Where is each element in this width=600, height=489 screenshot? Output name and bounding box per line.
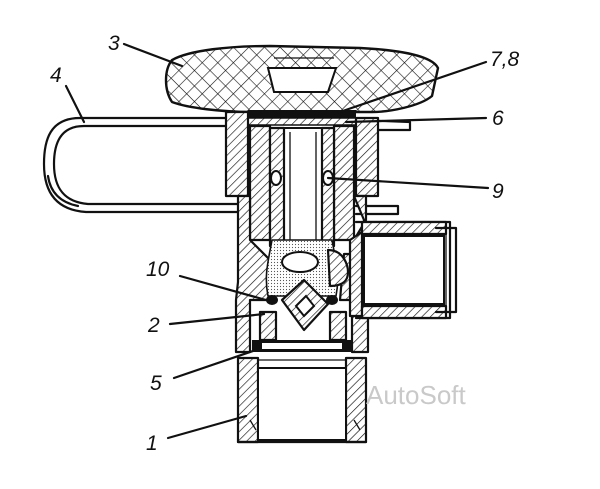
callout-3: 3: [108, 32, 120, 55]
callout-6: 6: [492, 107, 504, 130]
watermark-text: AutoSoft: [366, 380, 467, 410]
callout-7-8: 7,8: [490, 48, 520, 71]
callout-10: 10: [146, 258, 170, 281]
inlet-fitting-part-1: [236, 356, 368, 444]
side-outlet: [354, 220, 458, 320]
callout-9: 9: [492, 180, 504, 203]
side-lever-part-4: [42, 116, 240, 214]
callout-1: 1: [146, 432, 158, 455]
spindle: [268, 126, 336, 248]
callout-4: 4: [50, 64, 62, 87]
bonnet-housing: [224, 110, 380, 242]
leader-lines: [64, 42, 490, 440]
callout-5: 5: [150, 372, 162, 395]
callout-labels: 3 4 7,8 6 9 10 2 5 1: [50, 32, 520, 455]
handwheel-part-3: [164, 44, 440, 114]
inner-chamber: [265, 239, 350, 297]
valve-disc: [280, 278, 330, 332]
callout-2: 2: [147, 314, 160, 337]
gasket-part-5: [252, 340, 352, 352]
